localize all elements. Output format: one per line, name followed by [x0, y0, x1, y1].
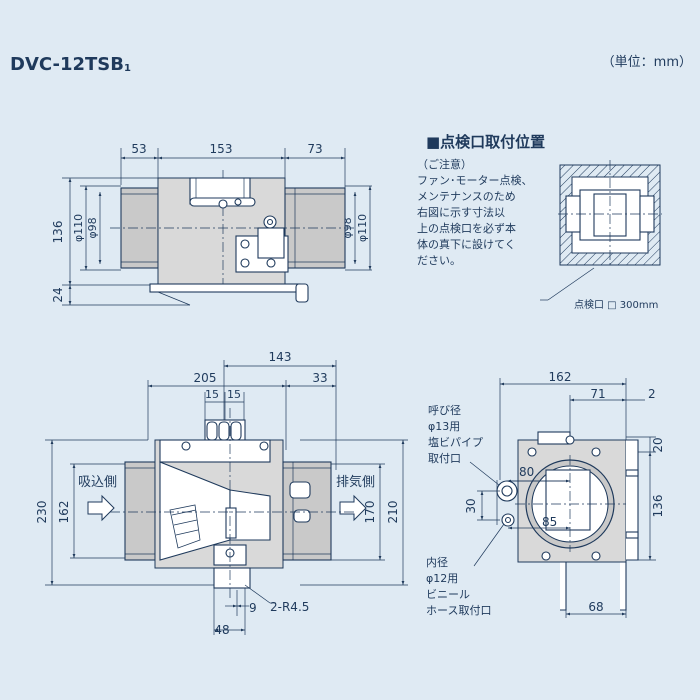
- dia-98-left: φ98: [86, 217, 99, 238]
- inlet-duct-bottom: [124, 461, 156, 561]
- svg-text:ホース取付口: ホース取付口: [426, 604, 491, 617]
- svg-text:体の真下に設けてく: 体の真下に設けてく: [417, 237, 516, 251]
- side-view: 162 71 2 20 136: [426, 370, 665, 618]
- dim-153: 153: [210, 142, 233, 156]
- dim-30: 30: [464, 498, 478, 513]
- svg-text:φ13用: φ13用: [428, 420, 460, 433]
- dim-20: 20: [651, 437, 665, 452]
- bottom-view: 143 205 33 15 15 230 162 170 210 吸込側 排気側: [35, 350, 408, 637]
- svg-text:φ12用: φ12用: [426, 572, 458, 585]
- svg-text:上の点検口を必ず本: 上の点検口を必ず本: [417, 221, 516, 235]
- inspection-caption: 点検口 □ 300mm: [574, 298, 658, 311]
- svg-text:ビニール: ビニール: [426, 588, 470, 601]
- dim-24-top: 24: [51, 287, 65, 302]
- dia-110-right: φ110: [356, 214, 369, 242]
- inlet-arrow-icon: [87, 494, 115, 522]
- dim-162: 162: [57, 501, 71, 524]
- svg-text:ファン･モーター点検、: ファン･モーター点検、: [417, 173, 533, 187]
- dim-15a: 15: [205, 388, 219, 401]
- inspection-note: （ご注意） ファン･モーター点検、 メンテナンスのため 右図に示す寸法以 上の点…: [417, 157, 533, 267]
- dim-85: 85: [542, 515, 557, 529]
- dim-143: 143: [269, 350, 292, 364]
- dim-80: 80: [519, 465, 534, 479]
- dim-33: 33: [312, 371, 327, 385]
- dia-110-left: φ110: [72, 214, 85, 242]
- dim-71: 71: [590, 387, 605, 401]
- inspection-section: ■点検口取付位置 （ご注意） ファン･モーター点検、 メンテナンスのため 右図に…: [417, 133, 662, 311]
- inlet-label: 吸込側: [78, 475, 117, 490]
- svg-text:内径: 内径: [426, 555, 448, 569]
- dim-15b: 15: [227, 388, 241, 401]
- svg-text:取付口: 取付口: [428, 452, 461, 465]
- model-title: DVC-12TSB1: [10, 54, 131, 75]
- dim-136-side: 136: [651, 495, 665, 518]
- svg-text:ださい。: ださい。: [417, 254, 461, 267]
- dim-9: 9: [249, 601, 257, 615]
- dim-170: 170: [363, 501, 377, 524]
- top-view: 53 153 73 136 24 φ110 φ98 φ98 φ110: [51, 142, 372, 306]
- radius-label: 2-R4.5: [270, 600, 309, 614]
- unit-label: （単位：mm）: [602, 54, 692, 70]
- svg-text:メンテナンスのため: メンテナンスのため: [417, 190, 516, 203]
- svg-text:（ご注意）: （ご注意）: [417, 157, 472, 171]
- pvc-pipe-label: 呼び径 φ13用 塩ビパイプ 取付口: [428, 404, 483, 465]
- inspection-title: ■点検口取付位置: [426, 133, 545, 151]
- svg-text:塩ビパイプ: 塩ビパイプ: [428, 435, 483, 449]
- dim-230: 230: [35, 501, 49, 524]
- dim-53: 53: [131, 142, 146, 156]
- outlet-arrow-icon: [339, 494, 367, 522]
- hose-label: 内径 φ12用 ビニール ホース取付口: [426, 555, 491, 617]
- dim-73: 73: [307, 142, 322, 156]
- dim-205: 205: [194, 371, 217, 385]
- svg-text:呼び径: 呼び径: [428, 404, 461, 417]
- dim-68: 68: [588, 600, 603, 614]
- dim-48: 48: [214, 623, 229, 637]
- dim-210: 210: [386, 501, 400, 524]
- dim-136-top: 136: [51, 221, 65, 244]
- svg-text:右図に示す寸法以: 右図に示す寸法以: [417, 205, 505, 219]
- dim-162-side: 162: [549, 370, 572, 384]
- outlet-label: 排気側: [336, 474, 375, 490]
- dim-2: 2: [648, 387, 656, 401]
